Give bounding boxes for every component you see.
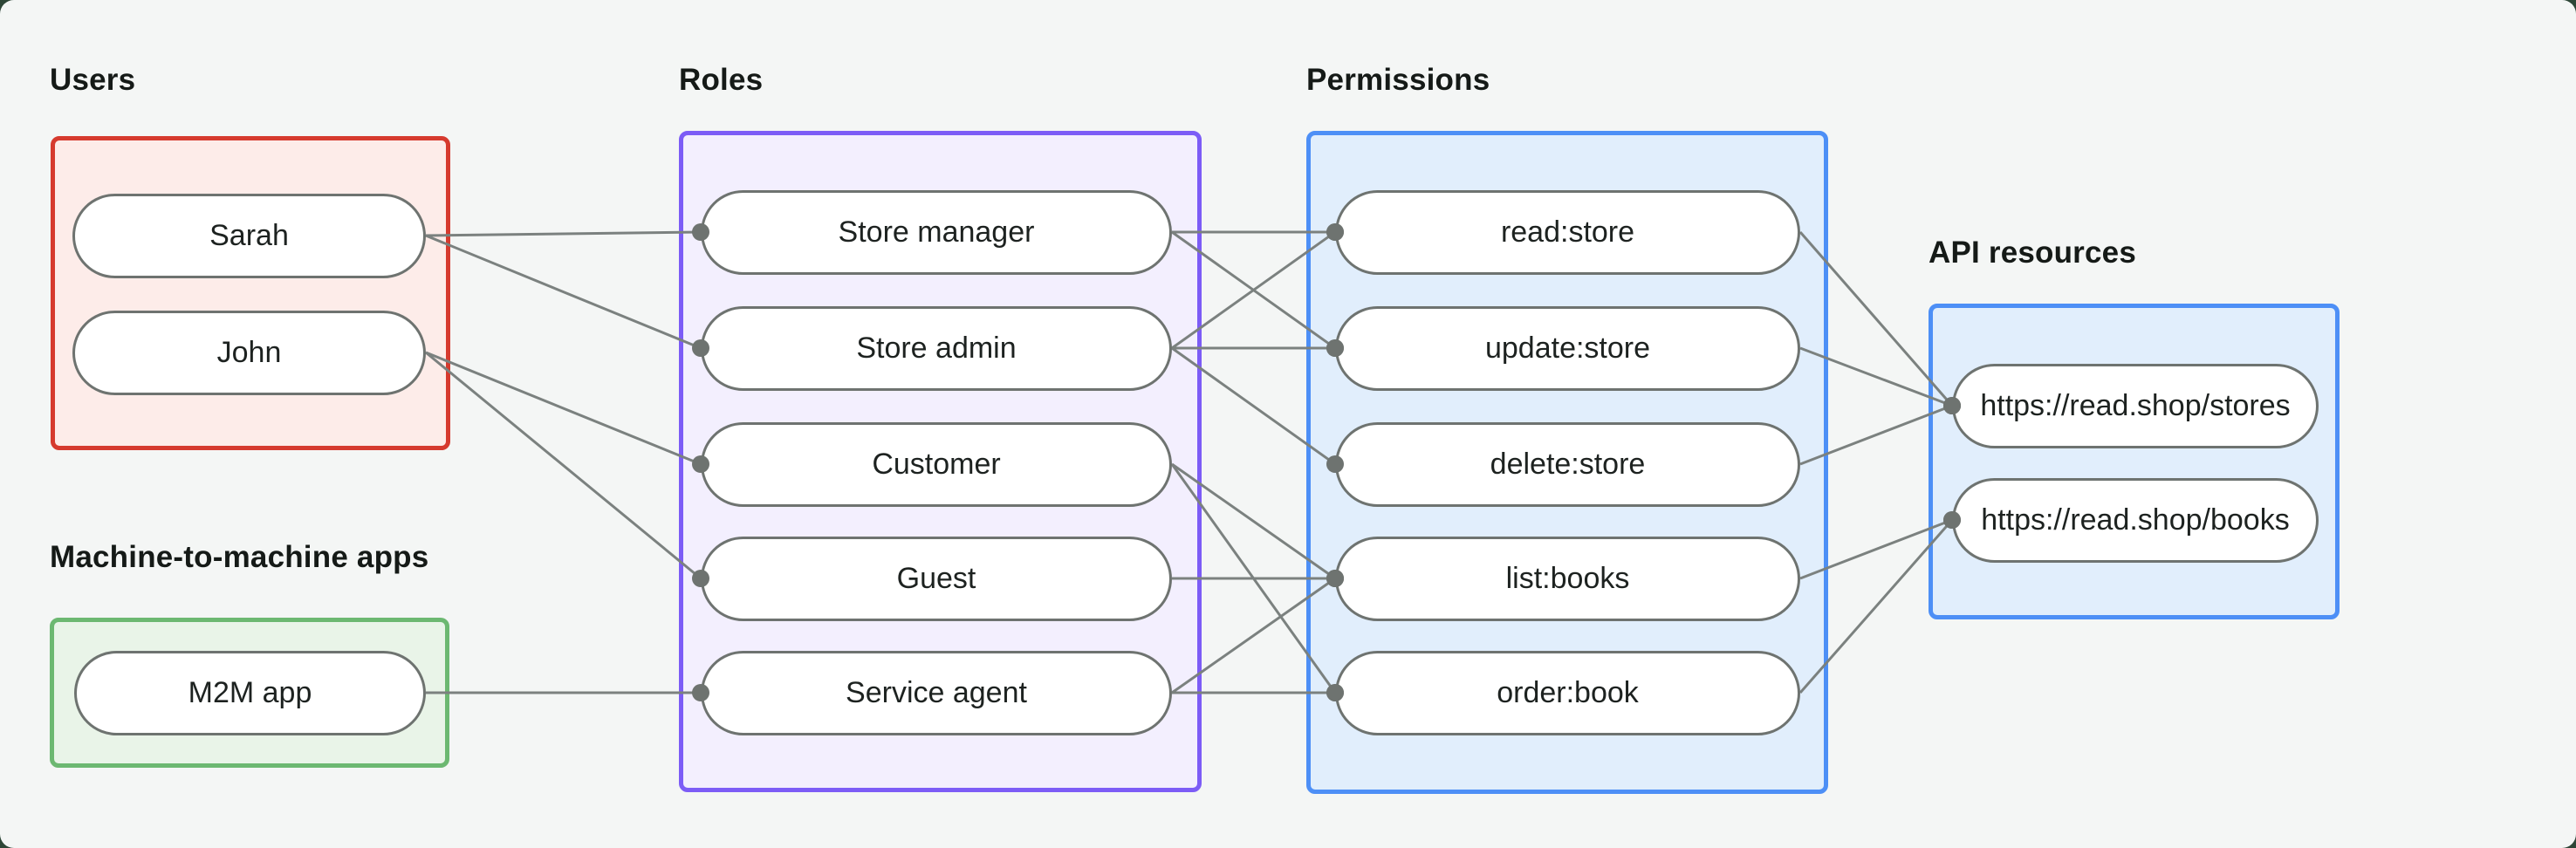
group-api-resources-box xyxy=(1929,304,2340,619)
node-pill-update-store: update:store xyxy=(1335,305,1800,391)
node-pill-books-api: https://read.shop/books xyxy=(1952,477,2319,563)
group-users-label: Users xyxy=(50,63,136,97)
node-pill-guest: Guest xyxy=(701,536,1172,621)
node-pill-store-admin: Store admin xyxy=(701,305,1172,391)
edge-sarah-to-store-manager xyxy=(425,230,702,237)
group-roles-label: Roles xyxy=(679,63,764,97)
group-m2m-label: Machine-to-machine apps xyxy=(50,540,429,574)
node-pill-delete-store: delete:store xyxy=(1335,421,1800,507)
group-users-box xyxy=(51,136,450,450)
node-pill-sarah: Sarah xyxy=(72,193,426,278)
node-pill-m2m-app: M2M app xyxy=(74,650,426,735)
node-pill-service-agent: Service agent xyxy=(701,650,1172,735)
edge-list-books-to-books-api xyxy=(1799,518,1953,580)
edge-customer-to-list-books xyxy=(1171,462,1336,580)
edge-store-admin-to-read-store xyxy=(1171,230,1336,350)
edge-update-store-to-stores-api xyxy=(1799,346,1953,407)
node-pill-store-manager: Store manager xyxy=(701,189,1172,275)
node-pill-customer: Customer xyxy=(701,421,1172,507)
node-pill-john: John xyxy=(72,310,426,395)
group-api-resources-label: API resources xyxy=(1929,236,2136,270)
edge-delete-store-to-stores-api xyxy=(1799,404,1953,466)
node-pill-list-books: list:books xyxy=(1335,536,1800,621)
node-pill-read-store: read:store xyxy=(1335,189,1800,275)
edge-sarah-to-store-admin xyxy=(425,234,702,350)
edge-store-admin-to-delete-store xyxy=(1171,346,1336,466)
edge-read-store-to-stores-api xyxy=(1798,231,1954,407)
node-pill-stores-api: https://read.shop/stores xyxy=(1952,363,2319,448)
node-pill-order-book: order:book xyxy=(1335,650,1800,735)
group-permissions-label: Permissions xyxy=(1306,63,1490,97)
edge-service-agent-to-list-books xyxy=(1171,577,1336,694)
edge-john-to-guest xyxy=(425,351,702,580)
edge-john-to-customer xyxy=(425,351,702,466)
edge-order-book-to-books-api xyxy=(1798,519,1954,694)
